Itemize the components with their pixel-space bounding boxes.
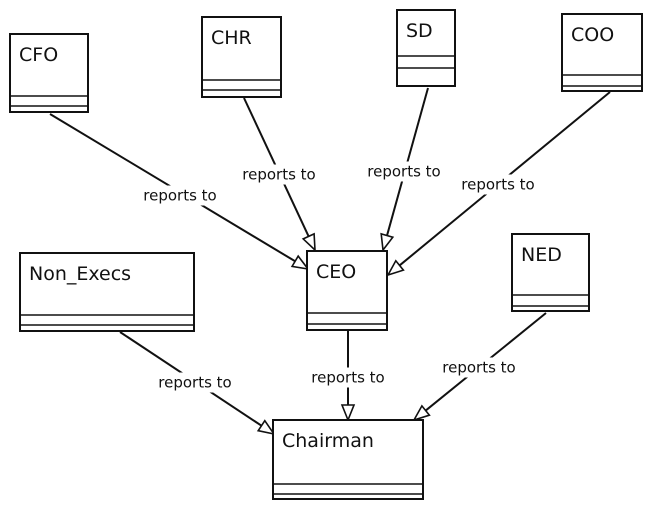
arrowhead-icon: [386, 259, 405, 277]
class-box-title: COO: [571, 24, 614, 46]
edge-label-background: [156, 372, 234, 393]
edge-label-ceo-to-chairman: reports to: [309, 367, 387, 388]
edge-label-background: [440, 357, 518, 378]
class-box-non-execs[interactable]: Non_Execs: [19, 252, 195, 332]
edge-label-coo-to-ceo: reports to: [459, 174, 537, 195]
edge-label-ned-to-chairman: reports to: [440, 357, 518, 378]
class-box-title: NED: [521, 244, 562, 266]
class-box-border: [272, 419, 424, 500]
arrowhead-icon: [380, 232, 395, 253]
edge-label-background: [365, 161, 443, 182]
edge-label-background: [459, 174, 537, 195]
edge-label-text: reports to: [461, 176, 534, 194]
edge-label-text: reports to: [442, 359, 515, 377]
class-box-title: SD: [406, 20, 433, 42]
edge-label-chr-to-ceo: reports to: [240, 164, 318, 185]
class-box-chr[interactable]: CHR: [201, 16, 282, 98]
class-box-border: [306, 250, 388, 331]
class-box-sd[interactable]: SD: [396, 9, 456, 87]
edge-label-background: [141, 185, 219, 206]
arrowhead-icon: [256, 419, 276, 436]
edge-label-text: reports to: [143, 187, 216, 205]
class-box-title: CEO: [316, 261, 356, 283]
class-box-border: [396, 9, 456, 87]
nodes-layer: CFO CHR SD COO Non_Execs CEO NED Chairman: [9, 9, 643, 500]
arrowhead-icon: [301, 232, 316, 252]
class-box-border: [201, 16, 282, 98]
edge-label-text: reports to: [242, 166, 315, 184]
class-box-ned[interactable]: NED: [511, 233, 590, 312]
edge-label-text: reports to: [158, 374, 231, 392]
class-box-title: CHR: [211, 27, 252, 49]
class-box-title: Non_Execs: [29, 263, 131, 285]
class-box-border: [9, 33, 89, 113]
class-box-cfo[interactable]: CFO: [9, 33, 89, 113]
edge-label-text: reports to: [311, 369, 384, 387]
edge-label-background: [309, 367, 387, 388]
class-box-border: [19, 252, 195, 332]
class-box-border: [511, 233, 590, 312]
arrowhead-icon: [290, 254, 310, 271]
edge-label-background: [240, 164, 318, 185]
edge-label-cfo-to-ceo: reports to: [141, 185, 219, 206]
class-box-ceo[interactable]: CEO: [306, 250, 388, 331]
edge-labels-layer: reports to reports to reports to reports to…: [141, 161, 537, 393]
class-box-border: [561, 13, 643, 92]
class-box-title: Chairman: [282, 430, 374, 452]
class-box-title: CFO: [19, 44, 58, 66]
edge-label-sd-to-ceo: reports to: [365, 161, 443, 182]
arrowhead-icon: [412, 404, 431, 422]
class-box-coo[interactable]: COO: [561, 13, 643, 92]
edge-label-text: reports to: [367, 163, 440, 181]
class-box-chairman[interactable]: Chairman: [272, 419, 424, 500]
arrowhead-icon: [340, 404, 356, 423]
edge-label-non_execs-to-chairman: reports to: [156, 372, 234, 393]
